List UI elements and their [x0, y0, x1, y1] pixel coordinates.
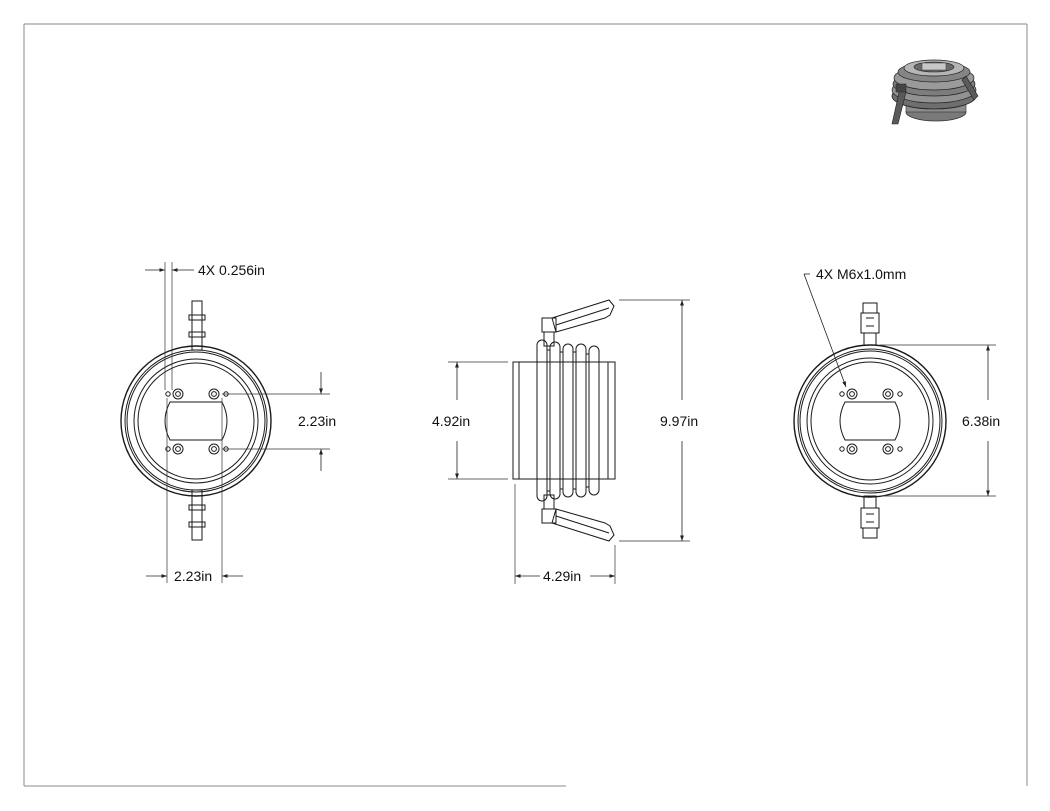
front-view-right — [793, 302, 947, 539]
bolt-holes-right — [839, 388, 903, 455]
dim-inner-diameter: 4.92in — [432, 361, 508, 480]
inner-diameter-label: 4.92in — [432, 413, 470, 429]
dim-vertical-spacing-left: 2.23in — [222, 372, 336, 471]
dim-depth: 4.29in — [514, 484, 616, 584]
front-view-left — [120, 300, 272, 541]
thread-callout-label: 4X M6x1.0mm — [816, 266, 906, 282]
isometric-view — [891, 59, 979, 125]
fitting-top — [188, 300, 206, 351]
horizontal-spacing-label: 2.23in — [174, 568, 212, 584]
dim-horizontal-spacing-left: 2.23in — [146, 398, 243, 584]
dim-hole-callout-left: 4X 0.256in — [145, 262, 265, 390]
dim-outer-diameter: 6.38in — [880, 344, 1000, 497]
fitting-top-right — [860, 302, 880, 346]
bellows — [536, 339, 600, 502]
side-view — [512, 299, 616, 542]
dim-thread-callout: 4X M6x1.0mm — [803, 266, 906, 388]
vertical-spacing-label: 2.23in — [298, 413, 336, 429]
fitting-bottom-right — [860, 495, 880, 539]
depth-label: 4.29in — [543, 568, 581, 584]
bolt-holes-left — [165, 388, 229, 455]
hole-callout-label: 4X 0.256in — [198, 262, 265, 278]
sheet-border — [23, 23, 1028, 787]
fitting-bottom — [188, 489, 206, 541]
overall-height-label: 9.97in — [660, 413, 698, 429]
dim-overall-height: 9.97in — [619, 299, 698, 542]
outer-diameter-label: 6.38in — [962, 413, 1000, 429]
